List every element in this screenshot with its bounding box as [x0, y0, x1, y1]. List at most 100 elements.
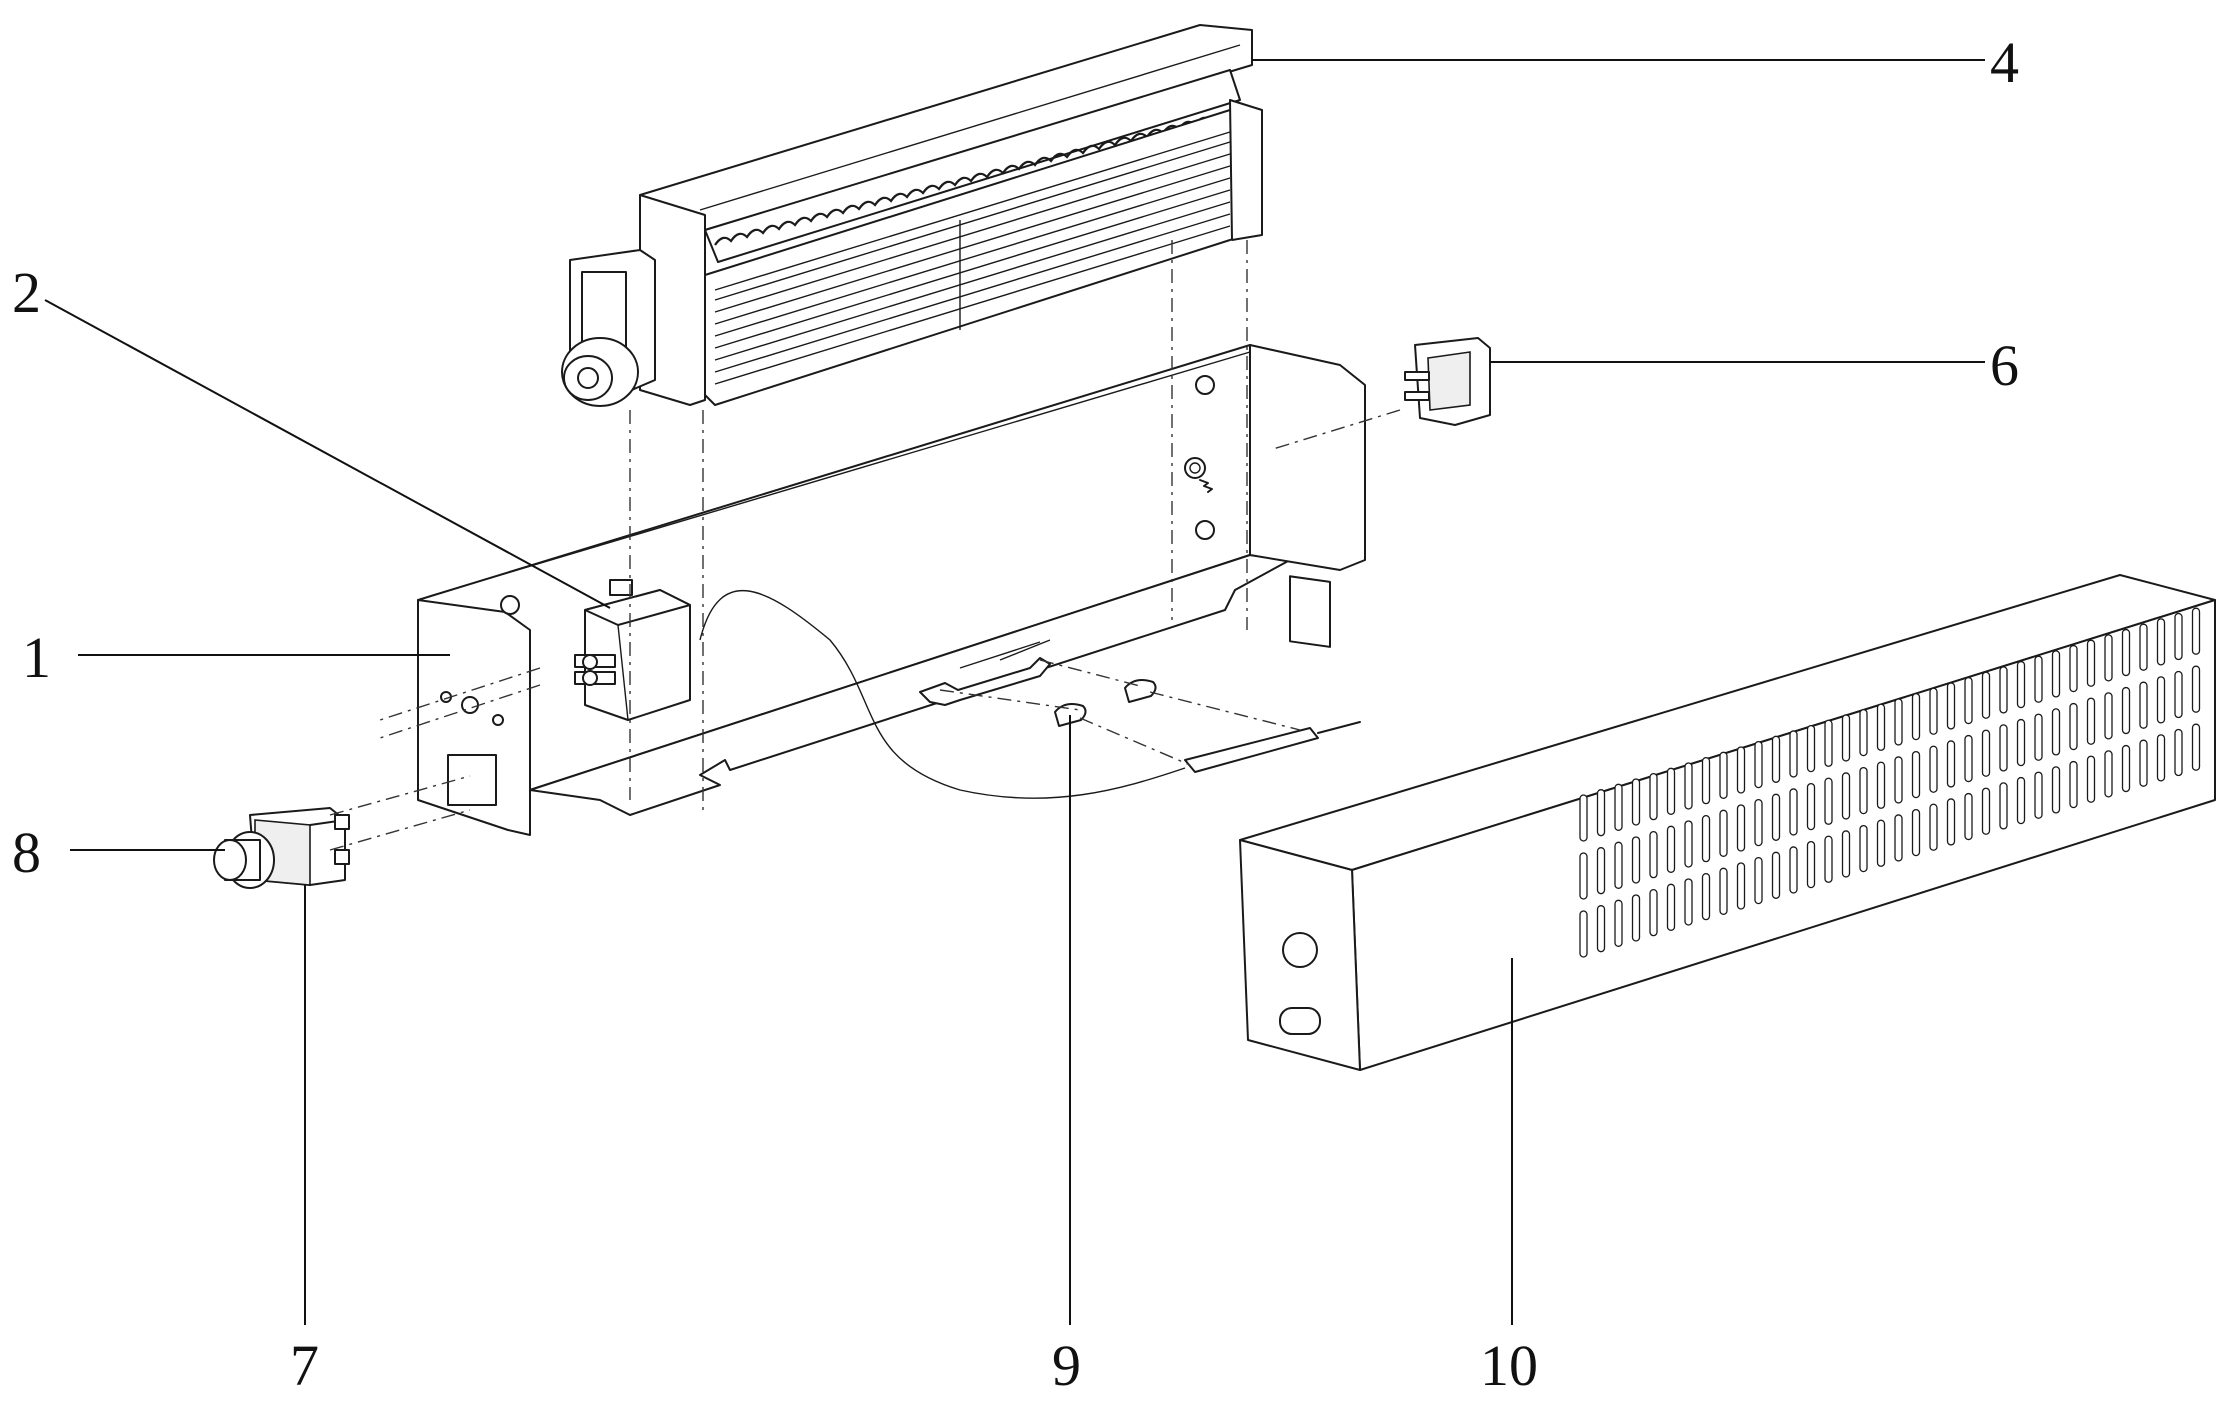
vent-slot	[2104, 692, 2113, 740]
vent-slot	[1789, 788, 1798, 836]
vent-slot	[1859, 708, 1868, 757]
vent-slot	[1806, 782, 1816, 831]
vent-slot	[2156, 618, 2166, 666]
vent-slot	[1579, 794, 1588, 842]
vent-slot	[1754, 740, 1763, 789]
vent-slot	[1929, 803, 1938, 851]
vent-slot	[1736, 804, 1746, 852]
vent-slot	[1876, 761, 1886, 809]
vent-slot	[1946, 682, 1956, 730]
vent-slot	[2051, 650, 2061, 698]
assembly-centerlines	[329, 240, 1401, 851]
part-callouts: 4 6 2 1 8 7 9 10	[12, 30, 2019, 1398]
callout-label-7: 7	[290, 1333, 319, 1398]
vent-slot	[1719, 751, 1728, 799]
vent-slot	[1666, 767, 1676, 815]
vent-slot	[1701, 814, 1711, 863]
vent-slot	[1754, 856, 1763, 905]
vent-slot	[1789, 730, 1798, 778]
vent-slot	[1666, 825, 1676, 873]
vent-slot	[2156, 676, 2166, 724]
vent-slot	[1876, 819, 1886, 867]
vent-slot	[1649, 773, 1658, 821]
vent-slot	[1579, 852, 1588, 900]
vent-slot	[2051, 766, 2061, 814]
vent-slot	[1894, 698, 1903, 746]
callout-label-1: 1	[22, 625, 51, 690]
vent-slot	[1631, 836, 1641, 884]
vent-slot	[1596, 789, 1606, 837]
vent-slot	[2104, 634, 2113, 682]
vent-slot	[2034, 655, 2043, 703]
vent-slot	[1841, 772, 1851, 820]
rocker-switch	[213, 807, 350, 889]
vent-slot	[2121, 744, 2131, 793]
vent-slot	[1684, 820, 1693, 868]
vent-slot	[2069, 702, 2078, 751]
vent-slot	[1666, 883, 1676, 931]
vent-slot	[1684, 878, 1693, 926]
vent-slot	[1999, 724, 2008, 772]
vent-slot	[2016, 776, 2026, 825]
vent-slot	[1789, 846, 1798, 894]
vent-slot	[1894, 756, 1903, 804]
vent-slot	[2191, 607, 2201, 655]
vent-slot	[1911, 692, 1921, 741]
callout-label-6: 6	[1990, 333, 2019, 398]
vent-slot	[1999, 666, 2008, 714]
vent-slot	[2174, 612, 2183, 661]
vent-slot	[1806, 840, 1816, 889]
vent-slot	[2121, 628, 2131, 677]
fan-blades	[714, 131, 1231, 385]
vent-slot	[1736, 862, 1746, 910]
vent-slots	[1579, 607, 2201, 958]
vent-slot	[1824, 719, 1833, 767]
vent-slot	[2139, 623, 2148, 671]
vent-slot	[1754, 798, 1763, 847]
thermostat	[574, 579, 691, 721]
vent-slot	[1631, 894, 1641, 942]
callout-label-10: 10	[1480, 1333, 1538, 1398]
vent-slot	[1701, 872, 1711, 921]
vent-slot	[2121, 686, 2131, 735]
vent-slot	[2191, 723, 2201, 771]
vent-slot	[1964, 734, 1973, 783]
vent-slot	[2086, 639, 2096, 687]
vent-slot	[1631, 778, 1641, 826]
vent-slot	[2139, 681, 2148, 729]
fan-heater-assembly	[561, 24, 1263, 407]
vent-slot	[1981, 729, 1991, 777]
vent-slot	[1824, 835, 1833, 883]
vent-slot	[2016, 718, 2026, 767]
vent-slot	[2016, 660, 2026, 709]
vent-slot	[1649, 889, 1658, 937]
vent-slot	[1719, 867, 1728, 915]
vent-slot	[1981, 671, 1991, 719]
fan-motor	[561, 249, 656, 407]
vent-slot	[2156, 734, 2166, 782]
vent-slot	[2086, 755, 2096, 803]
vent-slot	[2034, 771, 2043, 819]
vent-slot	[1911, 808, 1921, 857]
vent-slot	[1579, 910, 1588, 958]
callout-label-4: 4	[1990, 30, 2019, 95]
vent-slot	[1876, 703, 1886, 751]
vent-slot	[1929, 687, 1938, 735]
vent-slot	[2034, 713, 2043, 761]
vent-slot	[1841, 714, 1851, 762]
vent-slot	[1701, 756, 1711, 805]
vent-slot	[2069, 760, 2078, 809]
vent-slot	[1771, 793, 1781, 841]
vent-slot	[1894, 814, 1903, 862]
vent-slot	[1596, 847, 1606, 895]
callout-label-2: 2	[12, 260, 41, 325]
vent-slot	[1614, 899, 1623, 947]
callout-label-9: 9	[1052, 1333, 1081, 1398]
vent-slot	[2174, 728, 2183, 777]
power-socket	[1404, 337, 1491, 426]
vent-slot	[1946, 798, 1956, 846]
vent-slot	[1771, 851, 1781, 899]
vent-slot	[1999, 782, 2008, 830]
vent-slot	[2174, 670, 2183, 719]
